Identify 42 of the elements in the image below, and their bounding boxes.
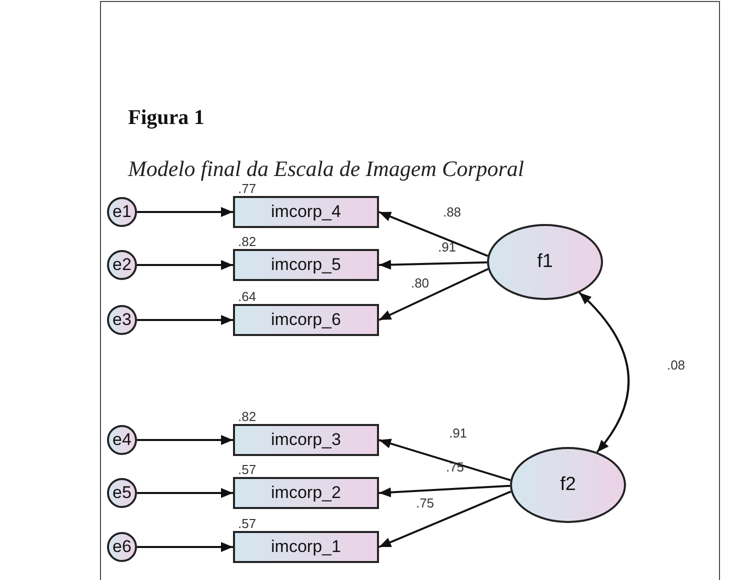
path-arrow [378, 484, 510, 498]
edge-label: .88 [442, 206, 462, 218]
path-arrow [378, 438, 511, 482]
error-term-circle: e4 [107, 425, 137, 455]
observed-variable-box: imcorp_6 [233, 304, 379, 336]
edge-label: .80 [410, 276, 430, 290]
path-arrow [137, 207, 233, 217]
r-squared-value: .64 [238, 290, 256, 303]
r-squared-value: .77 [238, 182, 256, 195]
figure-title: Figura 1 [128, 106, 204, 130]
observed-variable-box: imcorp_4 [233, 196, 379, 228]
edge-label: .91 [448, 426, 468, 440]
path-arrow [137, 260, 233, 270]
path-arrow [137, 542, 233, 552]
edge-label: .75 [446, 460, 464, 474]
error-term-circle: e3 [107, 305, 137, 335]
error-term-circle: e2 [107, 250, 137, 280]
latent-factor-ellipse: f2 [510, 447, 626, 523]
path-arrow [378, 490, 512, 548]
latent-factor-ellipse: f1 [487, 224, 603, 300]
error-term-circle: e1 [107, 197, 137, 227]
r-squared-value: .57 [238, 517, 256, 530]
r-squared-value: .82 [238, 410, 256, 423]
edge-label: .75 [416, 496, 434, 510]
observed-variable-box: imcorp_5 [233, 249, 379, 281]
edge-label: .91 [438, 240, 456, 254]
observed-variable-box: imcorp_2 [233, 477, 379, 509]
covariance-arrow [578, 292, 630, 453]
r-squared-value: .82 [238, 235, 256, 248]
figure-caption: Modelo final da Escala de Imagem Corporal [128, 158, 524, 180]
path-arrow [378, 211, 488, 257]
path-arrow [137, 435, 233, 445]
error-term-circle: e5 [107, 478, 137, 508]
observed-variable-box: imcorp_3 [233, 424, 379, 456]
r-squared-value: .57 [238, 463, 256, 476]
edge-label: .08 [666, 358, 686, 372]
error-term-circle: e6 [107, 532, 137, 562]
path-arrow [378, 260, 488, 270]
observed-variable-box: imcorp_1 [233, 531, 379, 563]
path-arrow [137, 488, 233, 498]
path-arrow [378, 268, 488, 321]
path-arrow [137, 315, 233, 325]
